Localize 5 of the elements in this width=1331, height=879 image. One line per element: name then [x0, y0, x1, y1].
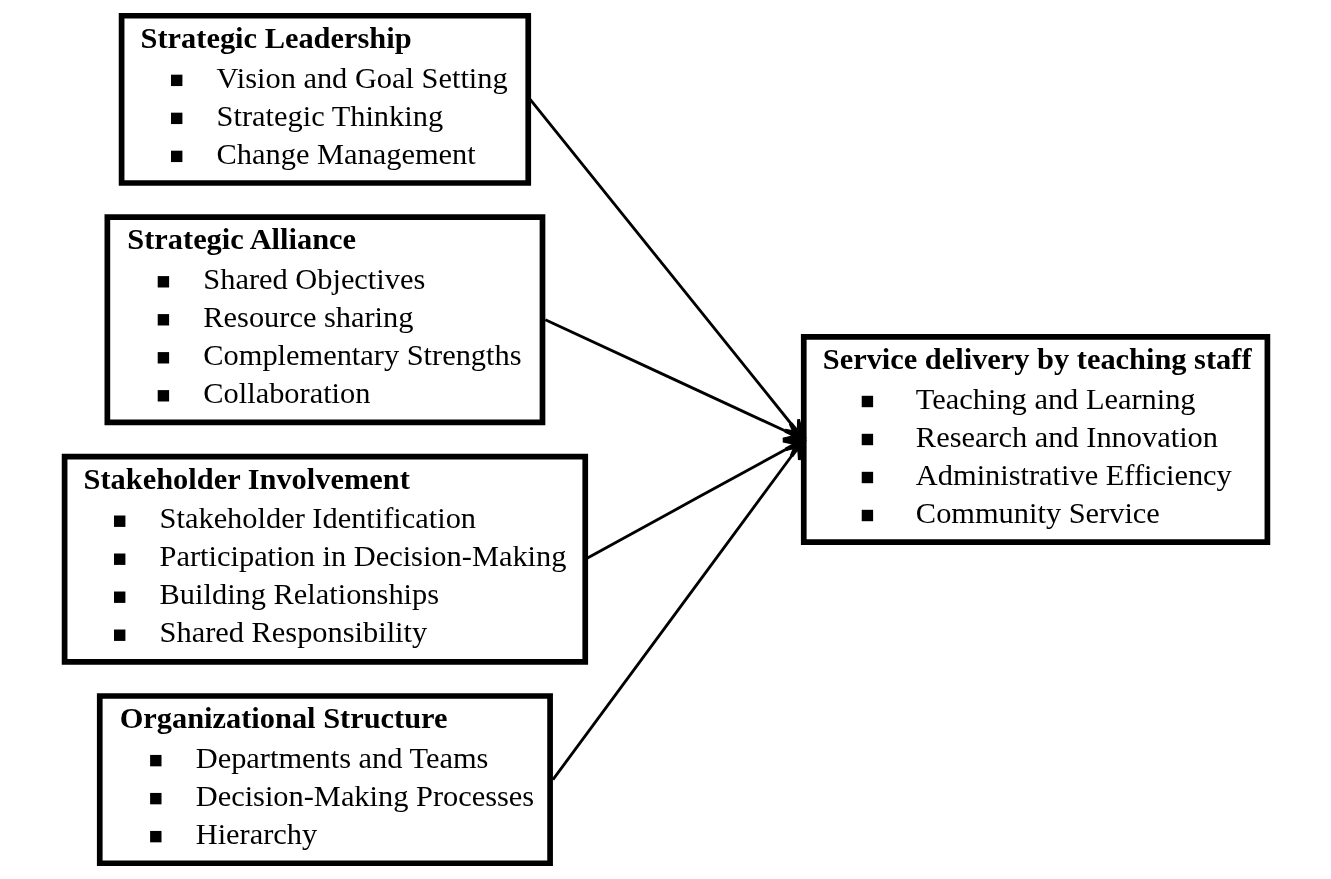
node-box: Stakeholder Involvement Stakeholder Identification Participation in Decision-Making Building Relationships Shared Responsibility: [61, 453, 588, 665]
node-box: Strategic Alliance Shared Objectives Resource sharing Complementary Strengths Collaboration: [104, 214, 545, 426]
node-box: Organizational Structure Departments and Teams Decision-Making Processes Hierarchy: [96, 693, 553, 867]
node-box: Service delivery by teaching staff Teaching and Learning Research and Innovation Administrative Efficiency Community Service: [800, 334, 1270, 545]
node-box: Strategic Leadership Vision and Goal Setting Strategic Thinking Change Management: [118, 12, 531, 186]
